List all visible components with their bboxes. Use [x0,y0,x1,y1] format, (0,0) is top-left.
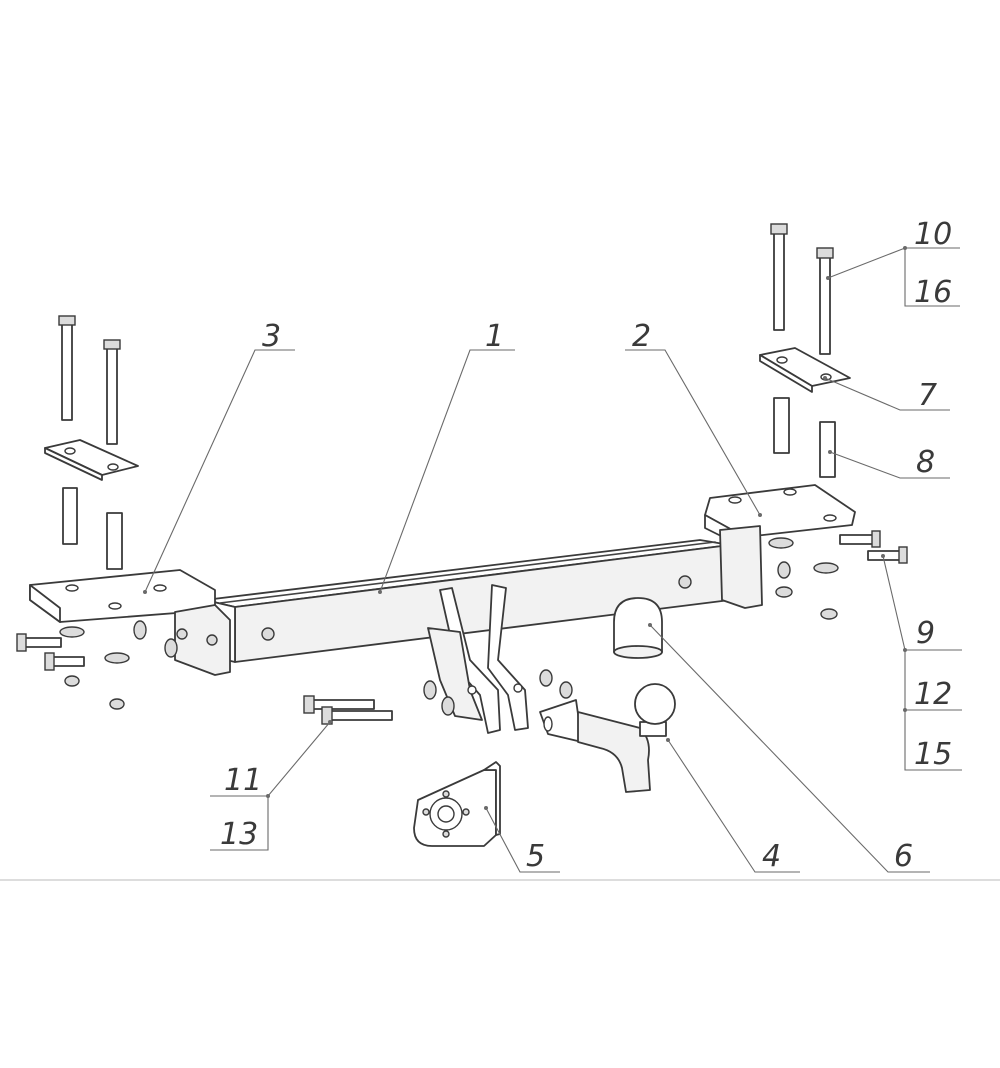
callout-7: 7 [918,378,937,413]
callout-16: 16 [914,275,952,310]
callout-1: 1 [485,319,504,354]
callout-11: 11 [224,763,262,798]
right-bracket-part [704,484,856,609]
callout-8: 8 [916,445,935,480]
callout-2: 2 [632,319,651,354]
left-clamp-plate [44,439,139,481]
callout-12: 12 [914,677,952,712]
callout-9: 9 [916,616,935,651]
right-vertical-bolts [770,223,834,355]
left-vertical-bolts [58,315,121,445]
left-spacer-tubes [62,487,123,570]
hook-bolts [303,695,393,725]
left-bracket-part [29,569,231,676]
callout-13: 13 [220,817,258,852]
leader-lines [143,246,962,873]
callout-6: 6 [894,839,913,874]
socket-plate-part [413,761,501,847]
callout-15: 15 [914,737,952,772]
ball-cap-part [613,597,663,659]
callout-4: 4 [762,839,781,874]
hook-mount-brackets [423,584,573,734]
left-side-bolts [16,620,178,710]
callout-10: 10 [914,217,952,252]
right-spacer-tubes [773,397,836,478]
tow-ball-part [539,683,676,793]
callout-3: 3 [262,319,281,354]
right-side-bolts [768,530,908,620]
callout-5: 5 [526,839,545,874]
right-clamp-plate [759,347,851,393]
